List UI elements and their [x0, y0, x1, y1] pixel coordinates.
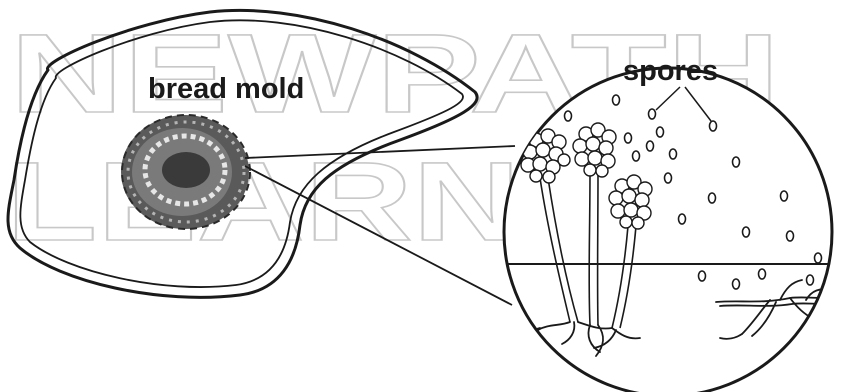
- spore: [781, 191, 788, 201]
- spore: [709, 193, 716, 203]
- spore: [679, 214, 686, 224]
- magnifier-circle: [504, 68, 832, 392]
- spore: [633, 151, 640, 161]
- spore: [733, 279, 740, 289]
- stalk-2: [589, 172, 590, 325]
- mold-patch: [121, 115, 250, 229]
- spore: [647, 141, 654, 151]
- spore: [699, 271, 706, 281]
- spore: [807, 275, 814, 285]
- spore: [787, 231, 794, 241]
- spore: [565, 111, 572, 121]
- spore: [657, 127, 664, 137]
- spores-label: spores: [623, 55, 718, 87]
- spore: [613, 95, 620, 105]
- spore: [670, 149, 677, 159]
- spore: [649, 109, 656, 119]
- spore: [815, 253, 822, 263]
- spore: [743, 227, 750, 237]
- spore: [733, 157, 740, 167]
- bread-mold-label: bread mold: [148, 73, 304, 105]
- mold-patch-core: [162, 152, 210, 188]
- spore: [759, 269, 766, 279]
- spore: [710, 121, 717, 131]
- spore: [665, 173, 672, 183]
- spore: [625, 133, 632, 143]
